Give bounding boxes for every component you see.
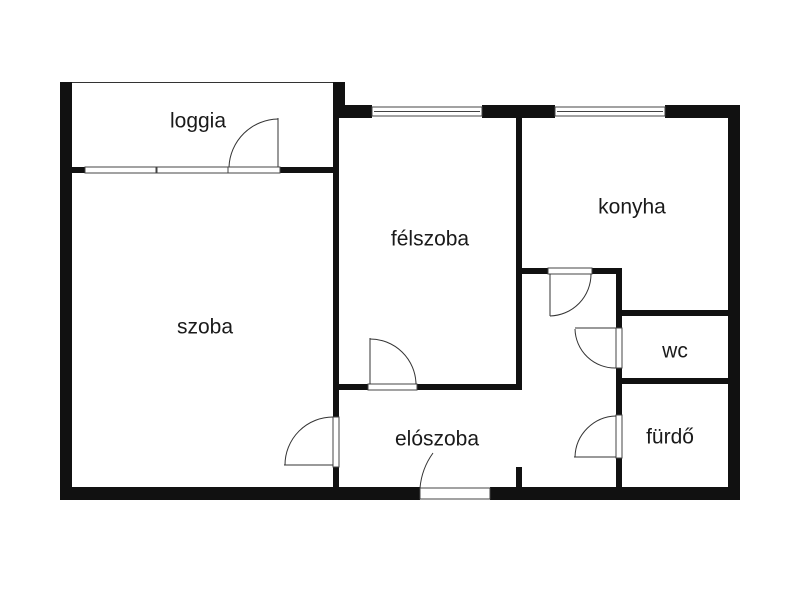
windows bbox=[84, 106, 666, 174]
loggia-wall bbox=[280, 167, 333, 173]
hall-right-wall bbox=[616, 458, 622, 487]
left-outer-wall bbox=[60, 82, 72, 500]
room-label-wc: wc bbox=[661, 340, 688, 363]
wc-top-wall bbox=[622, 310, 728, 316]
room-label-loggia: loggia bbox=[170, 110, 226, 133]
szoba-wall bbox=[333, 118, 339, 417]
hall-top-wall bbox=[592, 268, 622, 274]
szoba-door bbox=[284, 416, 340, 468]
top-wall-segment bbox=[665, 105, 740, 118]
loggia-wall bbox=[72, 167, 85, 173]
hall-right-wall bbox=[616, 368, 622, 415]
window bbox=[84, 166, 157, 174]
felszoba-bottom-wall bbox=[417, 384, 522, 390]
furdo-door bbox=[574, 414, 623, 459]
felszoba-bottom-wall bbox=[339, 384, 368, 390]
loggia-right-wall bbox=[333, 82, 345, 118]
room-label-konyha: konyha bbox=[598, 196, 666, 219]
walls bbox=[60, 82, 740, 500]
right-outer-wall bbox=[728, 105, 740, 500]
top-wall-segment bbox=[482, 105, 555, 118]
wc-furdo-wall bbox=[622, 378, 728, 384]
room-label-eloszoba: elószoba bbox=[395, 428, 479, 451]
bottom-wall bbox=[490, 487, 740, 500]
hall-top-wall bbox=[522, 268, 548, 274]
hall-right-wall bbox=[616, 274, 622, 328]
room-label-szoba: szoba bbox=[177, 316, 233, 339]
felszoba-konyha-wall bbox=[516, 118, 522, 390]
entrance-door bbox=[419, 452, 491, 500]
hall-stub-wall bbox=[516, 467, 522, 487]
szoba-wall bbox=[333, 467, 339, 487]
top-wall-segment bbox=[345, 105, 372, 118]
loggia-door bbox=[227, 118, 281, 174]
doors bbox=[227, 118, 623, 500]
window bbox=[156, 166, 229, 174]
konyha-door bbox=[547, 267, 593, 317]
wc-door bbox=[574, 327, 623, 369]
room-label-furdo: fürdő bbox=[646, 426, 694, 449]
room-label-felszoba: félszoba bbox=[391, 228, 470, 251]
bottom-wall bbox=[60, 487, 420, 500]
felszoba-door bbox=[367, 338, 418, 391]
room-labels: loggia félszoba konyha szoba wc fürdő el… bbox=[170, 110, 694, 451]
